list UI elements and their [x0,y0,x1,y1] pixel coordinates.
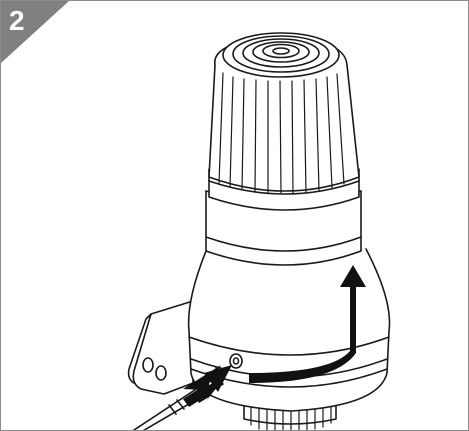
base-housing [187,248,391,412]
step-badge: 2 [1,1,69,63]
mounting-bracket [127,300,194,395]
insert-arrow [183,365,232,407]
step-badge-shape [1,1,69,63]
lens-dome [208,32,360,194]
rotate-arrow [249,265,366,383]
step-number: 2 [9,5,25,36]
